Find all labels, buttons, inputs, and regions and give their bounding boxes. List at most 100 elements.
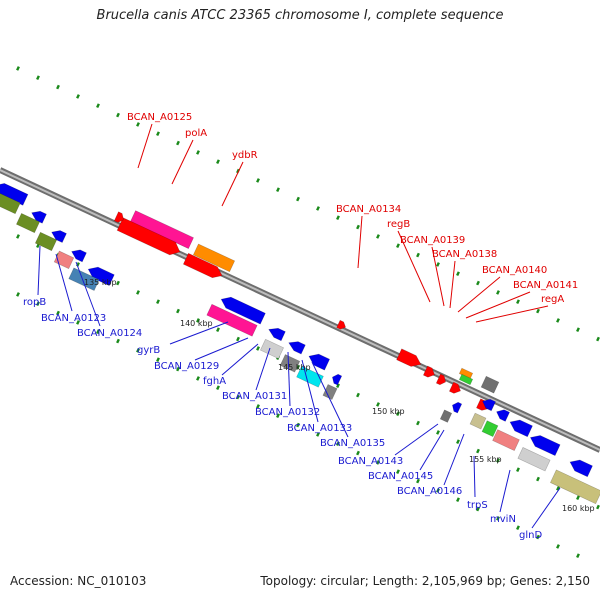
callout-line bbox=[443, 433, 465, 486]
tick-mark bbox=[336, 215, 340, 221]
gene-feature bbox=[182, 252, 223, 279]
label-bcan-a0131: BCAN_A0131 bbox=[222, 391, 287, 402]
tick-mark bbox=[296, 364, 300, 370]
gene-feature bbox=[71, 249, 87, 263]
callout-line bbox=[457, 276, 501, 313]
tick-mark bbox=[36, 301, 40, 307]
label-glnd: glnD bbox=[519, 530, 542, 541]
tick-mark bbox=[56, 310, 60, 316]
gene-feature bbox=[53, 250, 75, 270]
label-trps: trpS bbox=[467, 500, 488, 511]
tick-mark bbox=[256, 346, 260, 351]
callout-line bbox=[301, 359, 319, 423]
label-mvin: mviN bbox=[490, 514, 516, 525]
callout-line bbox=[311, 361, 349, 438]
gene-feature bbox=[116, 217, 181, 256]
gene-feature bbox=[435, 373, 446, 386]
scale-label-150: 150 kbp bbox=[372, 407, 405, 416]
tick-mark bbox=[156, 131, 160, 137]
tick-mark bbox=[376, 460, 380, 465]
tick-mark bbox=[536, 476, 540, 482]
label-bcan-a0124: BCAN_A0124 bbox=[77, 328, 142, 339]
callout-line bbox=[531, 487, 561, 529]
tick-mark bbox=[476, 506, 480, 512]
gene-feature bbox=[288, 341, 306, 355]
tick-mark bbox=[556, 486, 560, 491]
gene-feature bbox=[130, 210, 194, 249]
tick-mark bbox=[436, 262, 440, 267]
label-bcan-a0133: BCAN_A0133 bbox=[287, 423, 352, 434]
callout-line bbox=[169, 321, 229, 345]
tick-mark bbox=[516, 525, 520, 531]
tick-mark bbox=[356, 224, 360, 230]
label-rega: regA bbox=[541, 294, 564, 305]
tick-mark bbox=[336, 383, 340, 389]
tick-mark bbox=[136, 122, 140, 127]
callout-line bbox=[473, 455, 476, 498]
tick-mark bbox=[536, 534, 540, 540]
tick-mark bbox=[256, 178, 260, 183]
callout-line bbox=[55, 253, 73, 312]
tick-mark bbox=[116, 280, 120, 286]
label-bcan-a0123: BCAN_A0123 bbox=[41, 313, 106, 324]
tick-mark bbox=[376, 402, 380, 407]
callout-line bbox=[75, 261, 101, 327]
tick-mark bbox=[276, 413, 280, 419]
tick-mark bbox=[16, 66, 20, 71]
tick-mark bbox=[416, 478, 420, 484]
label-bcan-a0139: BCAN_A0139 bbox=[400, 235, 465, 246]
label-bcan-a0141: BCAN_A0141 bbox=[513, 280, 578, 291]
topology-stats: Topology: circular; Length: 2,105,969 bp… bbox=[260, 574, 590, 588]
gene-feature bbox=[260, 338, 284, 359]
tick-mark bbox=[216, 327, 220, 333]
tick-mark bbox=[376, 234, 380, 239]
tick-mark bbox=[476, 280, 480, 286]
callout-line bbox=[221, 161, 244, 207]
gene-feature bbox=[517, 447, 551, 472]
label-pola: polA bbox=[185, 128, 207, 139]
callout-line bbox=[37, 245, 41, 296]
tick-mark bbox=[196, 318, 200, 323]
label-ropb: ropB bbox=[23, 297, 46, 308]
label-bcan-a0145: BCAN_A0145 bbox=[368, 471, 433, 482]
tick-mark bbox=[216, 159, 220, 165]
callout-line bbox=[465, 291, 531, 319]
gene-feature bbox=[34, 231, 58, 252]
gene-feature bbox=[51, 230, 67, 243]
label-bcan-a0140: BCAN_A0140 bbox=[482, 265, 547, 276]
gene-feature bbox=[279, 354, 301, 373]
callout-line bbox=[397, 230, 431, 303]
tick-mark bbox=[436, 488, 440, 493]
reverse-labels: ropB BCAN_A0123 BCAN_A0124 gyrB BCAN_A01… bbox=[23, 297, 542, 541]
tick-mark bbox=[436, 430, 440, 435]
gene-feature bbox=[569, 459, 593, 478]
callout-line bbox=[419, 429, 445, 471]
tick-mark bbox=[36, 75, 40, 81]
label-bcan-a0138: BCAN_A0138 bbox=[432, 249, 497, 260]
gene-feature bbox=[492, 429, 520, 452]
tick-mark bbox=[476, 448, 480, 454]
forward-labels: BCAN_A0125 polA ydbR BCAN_A0134 regB BCA… bbox=[127, 112, 578, 305]
gene-feature bbox=[87, 266, 115, 287]
backbone bbox=[0, 167, 600, 453]
gene-feature bbox=[469, 412, 487, 430]
tick-mark bbox=[156, 357, 160, 363]
gene-feature bbox=[113, 211, 124, 223]
gene-feature bbox=[496, 409, 510, 422]
tick-mark bbox=[176, 140, 180, 146]
tick-mark bbox=[416, 252, 420, 258]
tick-mark bbox=[116, 338, 120, 344]
gene-feature bbox=[509, 419, 533, 438]
gene-feature bbox=[192, 243, 236, 273]
gene-feature bbox=[452, 401, 463, 414]
label-bcan-a0135: BCAN_A0135 bbox=[320, 438, 385, 449]
tick-mark bbox=[496, 458, 500, 463]
callout-line bbox=[431, 246, 445, 307]
tick-mark bbox=[116, 112, 120, 118]
callout-line bbox=[137, 123, 153, 169]
gene-feature bbox=[268, 327, 286, 342]
tick-mark bbox=[396, 411, 400, 417]
tick-mark bbox=[596, 504, 600, 510]
